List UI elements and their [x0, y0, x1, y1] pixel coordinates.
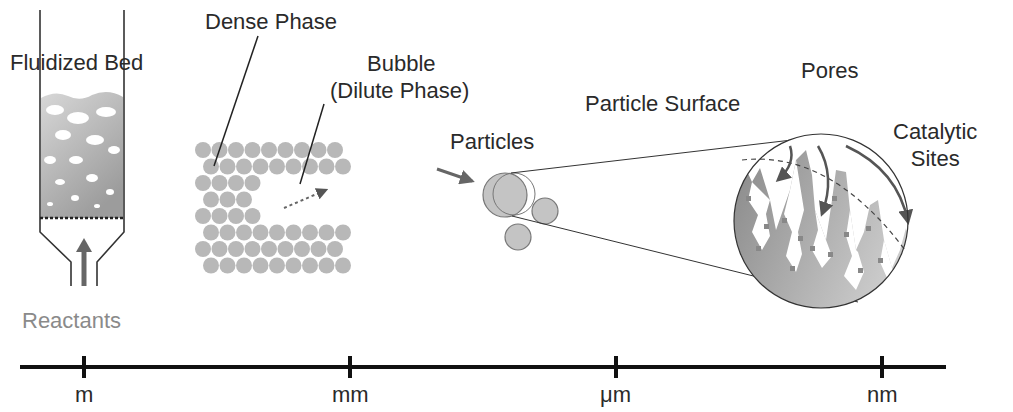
dense-particle — [236, 192, 252, 208]
zoom-circle — [734, 134, 908, 308]
dense-particle — [220, 258, 236, 274]
dense-particle — [311, 241, 327, 257]
dense-particle — [253, 258, 269, 274]
dense-particle — [228, 142, 244, 158]
label: Particles — [450, 128, 534, 155]
dense-particle — [212, 241, 228, 257]
pointer-arrow — [437, 169, 472, 181]
scale-axis — [20, 356, 946, 378]
diffusion-arrow — [778, 146, 792, 180]
dense-particle — [228, 241, 244, 257]
label: Particle Surface — [585, 90, 740, 117]
dense-particle — [269, 159, 285, 175]
bubble-rise-arrow — [284, 190, 326, 208]
dense-particle — [195, 142, 211, 158]
label: m — [75, 381, 93, 408]
dense-particle — [286, 258, 302, 274]
particle — [483, 173, 527, 217]
solid-matrix — [720, 150, 920, 330]
dense-particle — [245, 241, 261, 257]
label: Fluidized Bed — [10, 49, 143, 76]
dense-particle — [253, 159, 269, 175]
axis-line — [20, 365, 946, 369]
dense-particle — [286, 159, 302, 175]
dense-particle — [319, 159, 335, 175]
dense-particle — [195, 208, 211, 224]
dense-particle — [335, 258, 351, 274]
particle — [505, 224, 531, 250]
axis-tick — [348, 356, 352, 378]
dense-particle — [195, 241, 211, 257]
dense-particle — [302, 258, 318, 274]
surface-boundary — [742, 159, 905, 250]
label: Catalytic Sites — [893, 118, 977, 172]
dense-particle — [220, 192, 236, 208]
dense-particle — [245, 142, 261, 158]
dense-particle — [228, 208, 244, 224]
dense-particle — [245, 208, 261, 224]
dense-particle — [286, 225, 302, 241]
inlet-arrow-head — [76, 238, 92, 252]
particle — [532, 198, 558, 224]
dense-particle — [212, 208, 228, 224]
dense-particle — [253, 225, 269, 241]
label: Bubble (Dilute Phase) — [330, 50, 473, 104]
dense-particle — [294, 241, 310, 257]
pores — [748, 160, 898, 310]
distributor-plate — [40, 217, 124, 220]
label: nm — [867, 381, 898, 408]
dense-particle — [327, 241, 343, 257]
label: μm — [600, 381, 631, 408]
leader-line — [300, 104, 324, 184]
diffusion-arrow — [818, 146, 828, 214]
bed-bubbles — [44, 105, 120, 208]
inlet-arrow — [82, 250, 87, 286]
dense-particle — [327, 142, 343, 158]
dense-particle — [245, 175, 261, 191]
dense-particle — [236, 159, 252, 175]
dense-particle — [220, 225, 236, 241]
catalytic-sites — [746, 196, 897, 299]
dense-particle — [335, 159, 351, 175]
bed-fill — [41, 92, 123, 218]
label: Reactants — [22, 307, 121, 334]
dense-particle — [269, 225, 285, 241]
dense-particle — [278, 241, 294, 257]
label: Dense Phase — [205, 8, 337, 35]
dense-particle — [195, 175, 211, 191]
dense-particle — [203, 159, 219, 175]
dense-particle — [335, 225, 351, 241]
dense-particle — [236, 258, 252, 274]
diffusion-arrow — [846, 146, 908, 222]
dense-particle — [302, 159, 318, 175]
axis-tick — [82, 356, 86, 378]
dense-particle — [236, 225, 252, 241]
particle-zoom — [720, 134, 920, 330]
dense-particle — [203, 225, 219, 241]
dense-particle — [311, 142, 327, 158]
dense-particle — [269, 258, 285, 274]
dense-particle — [319, 225, 335, 241]
dense-particle — [220, 159, 236, 175]
particle-outline — [493, 173, 535, 215]
dense-particle — [203, 258, 219, 274]
dense-particle — [212, 175, 228, 191]
dense-particle — [294, 142, 310, 158]
dense-particle — [261, 142, 277, 158]
axis-tick — [614, 356, 618, 378]
dense-particle — [278, 142, 294, 158]
label: mm — [332, 381, 369, 408]
dense-particle — [228, 175, 244, 191]
dense-phase-particles — [195, 142, 351, 274]
dense-particle — [261, 241, 277, 257]
dense-particle — [319, 258, 335, 274]
label: Pores — [801, 57, 858, 84]
dense-particle — [302, 225, 318, 241]
dense-particle — [203, 192, 219, 208]
leader-line — [214, 36, 258, 166]
axis-tick — [880, 356, 884, 378]
